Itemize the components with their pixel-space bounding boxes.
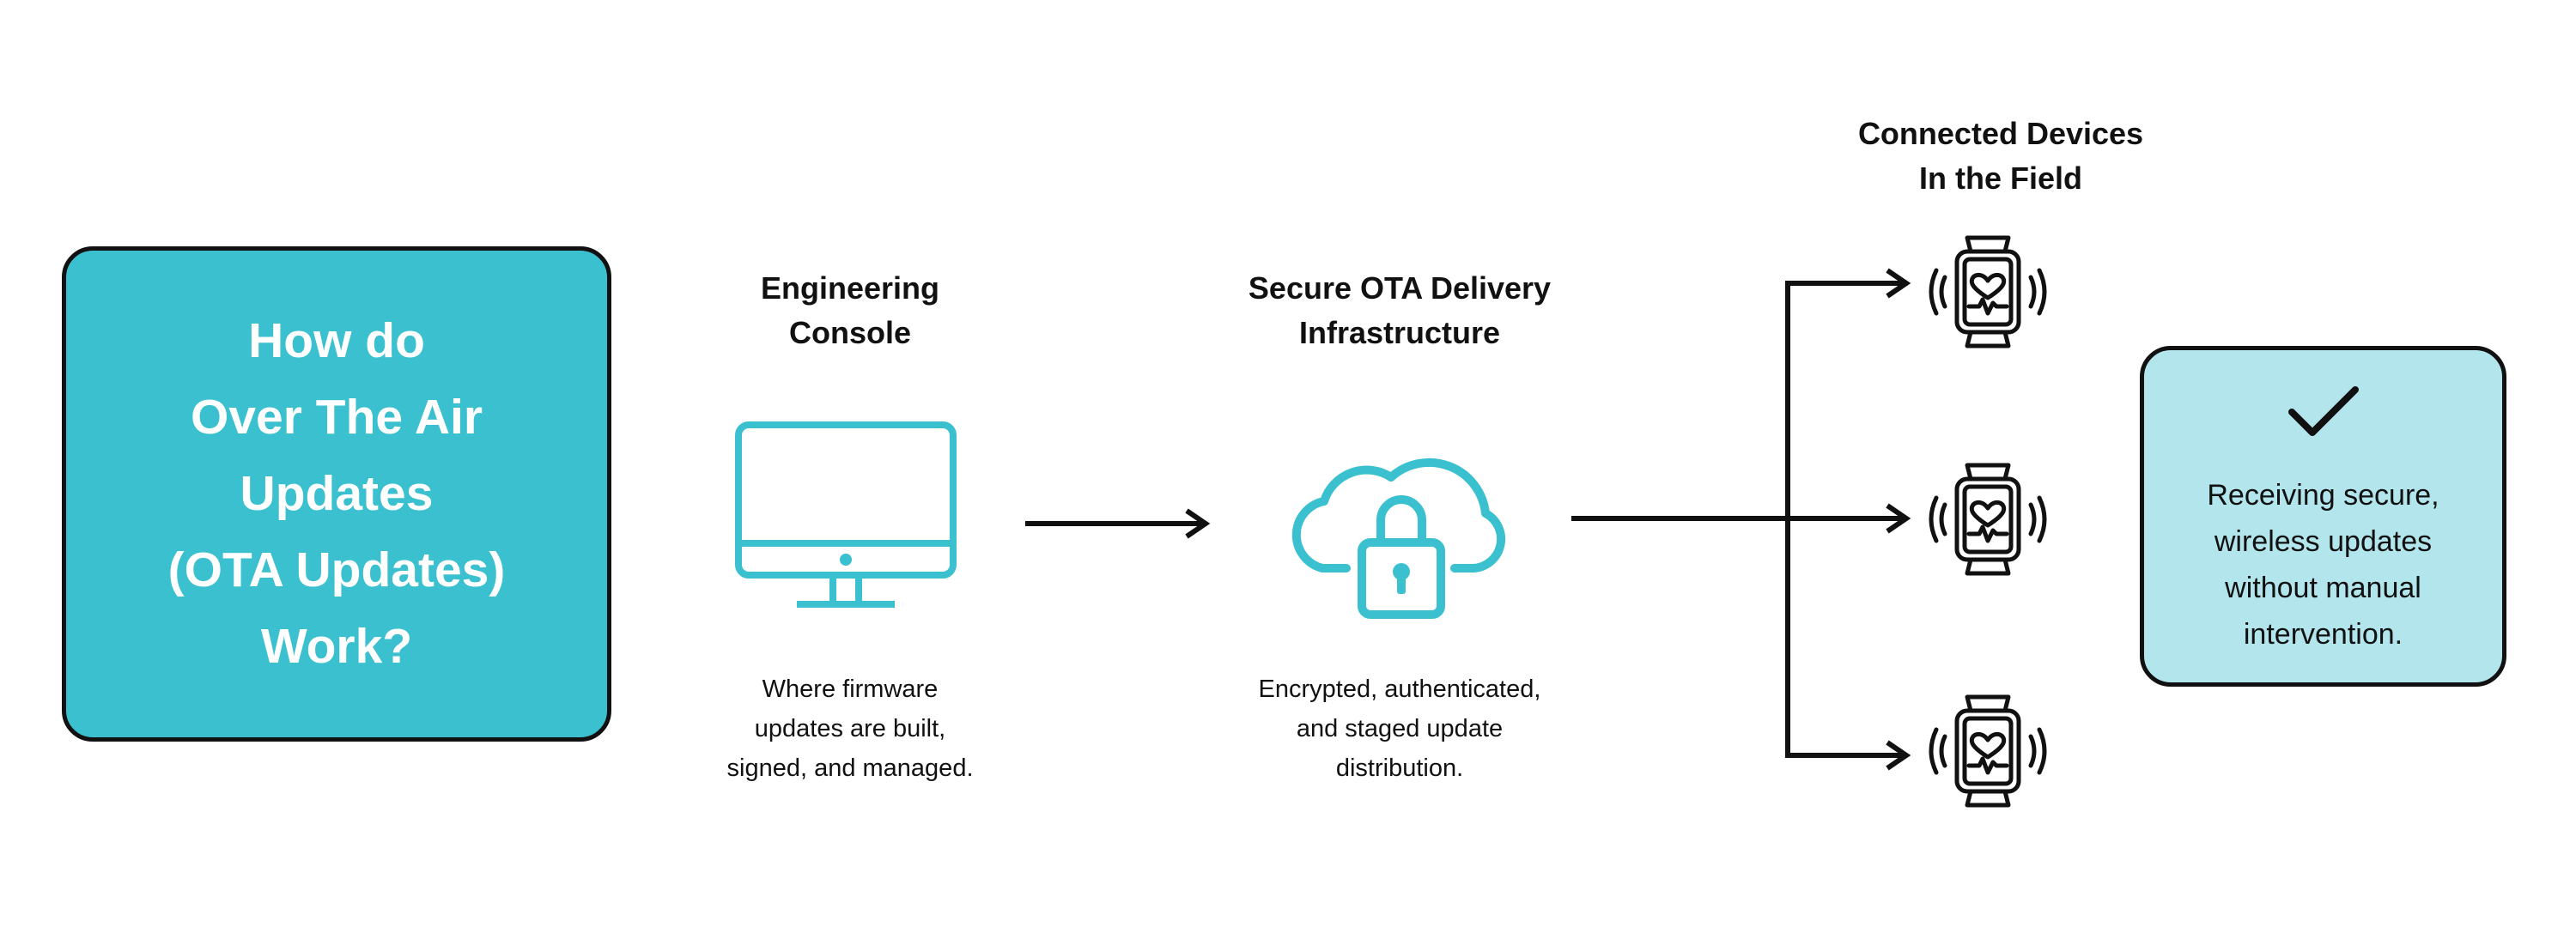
delivery-caption-line: distribution.: [1335, 754, 1464, 782]
arrowhead-middle: [1886, 503, 1911, 534]
branch-arrows: [1571, 268, 1911, 771]
console-caption-line: updates are built,: [754, 715, 946, 742]
arrow-console-to-cloud: [1025, 508, 1211, 539]
devices-heading: Connected Devices In the Field: [1829, 112, 2172, 201]
result-line: without manual: [2225, 572, 2421, 604]
result-line: Receiving secure,: [2207, 479, 2439, 512]
delivery-caption-line: Encrypted, authenticated,: [1258, 676, 1541, 703]
delivery-heading-line: Secure OTA Delivery: [1248, 270, 1552, 306]
checkmark-icon: [2288, 386, 2359, 436]
result-line: wireless updates: [2214, 525, 2433, 558]
title-line: Updates: [240, 466, 434, 521]
devices-heading-line: In the Field: [1918, 161, 2082, 196]
console-heading-line: Console: [788, 315, 911, 350]
desktop-monitor-icon: [735, 421, 957, 608]
result-box: Receiving secure, wireless updates witho…: [2140, 346, 2506, 687]
title-line: How do: [248, 313, 425, 368]
delivery-caption-line: and staged update: [1296, 715, 1504, 742]
devices-heading-line: Connected Devices: [1857, 116, 2144, 151]
console-caption-line: Where firmware: [762, 676, 939, 703]
cloud-lock-icon: [1291, 457, 1506, 619]
delivery-caption: Encrypted, authenticated, and staged upd…: [1194, 670, 1606, 788]
result-line: intervention.: [2243, 618, 2403, 651]
smartwatch-heart-icon: [1929, 694, 2047, 808]
smartwatch-heart-icon: [1929, 463, 2047, 576]
smartwatch-heart-icon: [1929, 235, 2047, 348]
title-line: Work?: [260, 619, 413, 674]
diagram-title: How do Over The Air Updates (OTA Updates…: [168, 303, 506, 685]
result-description: Receiving secure, wireless updates witho…: [2144, 472, 2502, 657]
title-box: How do Over The Air Updates (OTA Updates…: [62, 246, 611, 742]
title-line: Over The Air: [191, 390, 483, 445]
console-caption-line: signed, and managed.: [726, 754, 974, 782]
arrowhead-top: [1886, 268, 1911, 299]
console-heading: Engineering Console: [678, 266, 1022, 355]
arrowhead-bottom: [1886, 740, 1911, 771]
delivery-heading: Secure OTA Delivery Infrastructure: [1194, 266, 1606, 355]
title-line: (OTA Updates): [167, 542, 506, 597]
console-heading-line: Engineering: [760, 270, 940, 306]
console-caption: Where firmware updates are built, signed…: [678, 670, 1022, 788]
delivery-heading-line: Infrastructure: [1298, 315, 1501, 350]
